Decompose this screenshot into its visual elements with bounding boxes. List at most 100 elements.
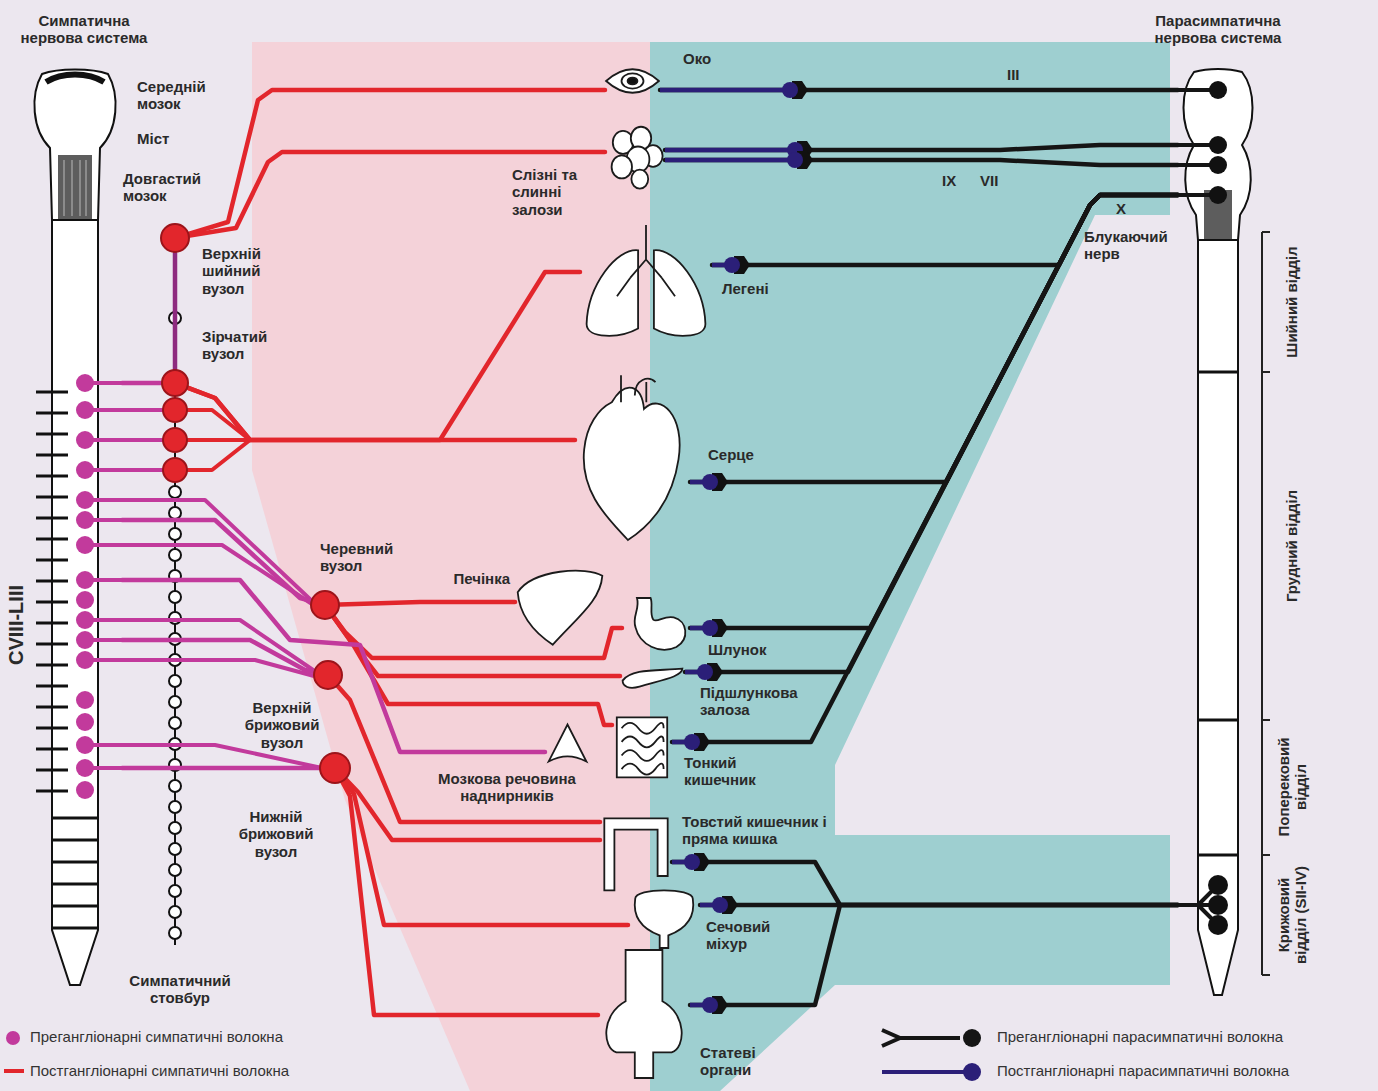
node-label: Нижній брижовий вузол bbox=[228, 808, 324, 860]
organ-outline bbox=[612, 155, 632, 178]
node-label: Симпатична нервова система bbox=[16, 12, 152, 47]
organ-outline bbox=[622, 723, 664, 775]
nerve-fibre bbox=[188, 272, 580, 440]
ganglion-node: Черевний вузол bbox=[310, 590, 340, 620]
node-label: Товстий кишечник і пряма кишка bbox=[682, 813, 847, 848]
nerve-number: X bbox=[1116, 200, 1140, 217]
organ-illustration bbox=[600, 812, 672, 892]
spinal-cord-illustration bbox=[52, 905, 98, 908]
organ-outline bbox=[606, 69, 659, 93]
parasympathetic-ganglion bbox=[700, 896, 738, 914]
organ-outline bbox=[606, 950, 681, 1078]
nerve-fibre bbox=[189, 90, 605, 234]
sympathetic-trunk bbox=[169, 822, 181, 834]
parasympathetic-ganglion bbox=[660, 88, 790, 93]
nerve-fibre bbox=[122, 580, 545, 752]
nerve-fibre bbox=[665, 160, 1178, 165]
organ-outline bbox=[617, 225, 675, 296]
parasympathetic-ganglion bbox=[672, 853, 710, 871]
spinal-cord-illustration bbox=[1184, 69, 1253, 240]
legend-text: Прегангліонарні парасимпатичні волокна bbox=[997, 1028, 1283, 1045]
spinal-cord-illustration bbox=[52, 817, 98, 820]
spinal-cord-illustration bbox=[1198, 240, 1238, 995]
organ-illustration bbox=[628, 885, 700, 948]
organ-illustration bbox=[575, 372, 690, 540]
nerve-fibre bbox=[334, 617, 620, 676]
sympathetic-trunk bbox=[169, 528, 181, 540]
organ-illustration bbox=[545, 722, 590, 765]
nerve-number: VII bbox=[978, 172, 1000, 189]
parasympathetic-ganglion bbox=[665, 151, 813, 169]
postganglionic-fibre bbox=[187, 410, 250, 470]
spinal-cord-illustration bbox=[28, 70, 122, 990]
spinal-cord-illustration bbox=[36, 580, 68, 583]
spinal-cord-illustration bbox=[36, 391, 68, 394]
node-label: Шлунок bbox=[708, 641, 788, 658]
ground-band bbox=[252, 42, 650, 1091]
organ-outline bbox=[518, 571, 603, 645]
organ-outline bbox=[587, 250, 638, 336]
brain-part-label: Середній мозок bbox=[137, 78, 237, 113]
node-label: Сечовий міхур bbox=[706, 918, 801, 953]
spinal-cord-illustration bbox=[76, 536, 94, 554]
preganglionic-fibre bbox=[122, 545, 312, 604]
nerve-fibre bbox=[190, 152, 605, 236]
spinal-cord-illustration bbox=[76, 401, 94, 419]
organ-outline bbox=[621, 375, 656, 402]
node-label: Зірчатий вузол bbox=[202, 328, 292, 363]
parasympathetic-ganglion bbox=[702, 620, 718, 636]
organ-outline bbox=[631, 170, 648, 189]
nerve-fibre bbox=[672, 862, 1178, 905]
ganglion-dot bbox=[163, 398, 187, 482]
nerve-number: IX bbox=[940, 172, 958, 189]
sympathetic-trunk bbox=[169, 843, 181, 855]
spinal-cord-illustration bbox=[76, 651, 94, 669]
organ-node: Легені bbox=[580, 225, 712, 340]
parasympathetic-ganglion bbox=[690, 996, 728, 1014]
node-label: Слізні та слинні залози bbox=[512, 166, 604, 218]
spinal-cord-illustration bbox=[76, 591, 94, 609]
parasympathetic-ganglion bbox=[702, 474, 718, 490]
legend-text: Постгангліонарні парасимпатичні волокна bbox=[997, 1062, 1289, 1079]
spinal-cord-illustration bbox=[36, 727, 68, 730]
sympathetic-trunk bbox=[169, 486, 181, 498]
nerve-number: III bbox=[1005, 66, 1022, 83]
ganglion-dot bbox=[163, 428, 187, 452]
spinal-cord-illustration bbox=[1198, 372, 1238, 855]
legend-swatch bbox=[4, 1063, 24, 1079]
spinal-cord-illustration bbox=[46, 75, 104, 83]
organ-outline bbox=[584, 388, 680, 540]
division-label: Крижовий відділ (SII-IV) bbox=[1275, 855, 1310, 975]
node-label: Мозкова речовина наднирників bbox=[412, 770, 602, 805]
trunk-label: Симпатичний стовбур bbox=[100, 972, 260, 1007]
nerve-fibre bbox=[665, 145, 1178, 150]
nerve-fibre bbox=[122, 766, 319, 771]
node-label: Печінка bbox=[430, 570, 510, 587]
spinal-cord-illustration bbox=[36, 601, 68, 604]
division-label: Поперековий відділ bbox=[1275, 720, 1310, 855]
spinal-cord-illustration bbox=[36, 517, 68, 520]
nerve-fibre bbox=[712, 195, 1178, 265]
nerve-fibre bbox=[343, 782, 598, 1015]
organ-outline bbox=[622, 73, 644, 88]
preganglionic-fibre bbox=[122, 408, 163, 412]
legend-text: Постгангліонарні симпатичні волокна bbox=[30, 1062, 289, 1079]
ganglion-node: Нижній брижовий вузол bbox=[319, 752, 351, 784]
legend-sample bbox=[4, 1063, 24, 1079]
preganglionic-fibre bbox=[122, 468, 163, 472]
organ-node: Слізні та слинні залози bbox=[605, 122, 665, 190]
parasympathetic-ganglion bbox=[665, 148, 795, 153]
connector-group bbox=[122, 90, 1178, 1015]
organ-illustration bbox=[622, 598, 690, 655]
division-label: Грудний відділ bbox=[1283, 372, 1300, 720]
spinal-cord-illustration bbox=[76, 631, 94, 649]
spinal-cord-illustration bbox=[36, 538, 68, 541]
spinal-cord-illustration bbox=[1208, 895, 1228, 915]
parasympathetic-ganglion bbox=[684, 854, 700, 870]
node-label: Серце bbox=[708, 446, 788, 463]
preganglionic-fibre bbox=[122, 660, 314, 676]
organ-node: Сечовий міхур bbox=[628, 885, 700, 948]
legend-text: Прегангліонарні симпатичні волокна bbox=[30, 1028, 283, 1045]
